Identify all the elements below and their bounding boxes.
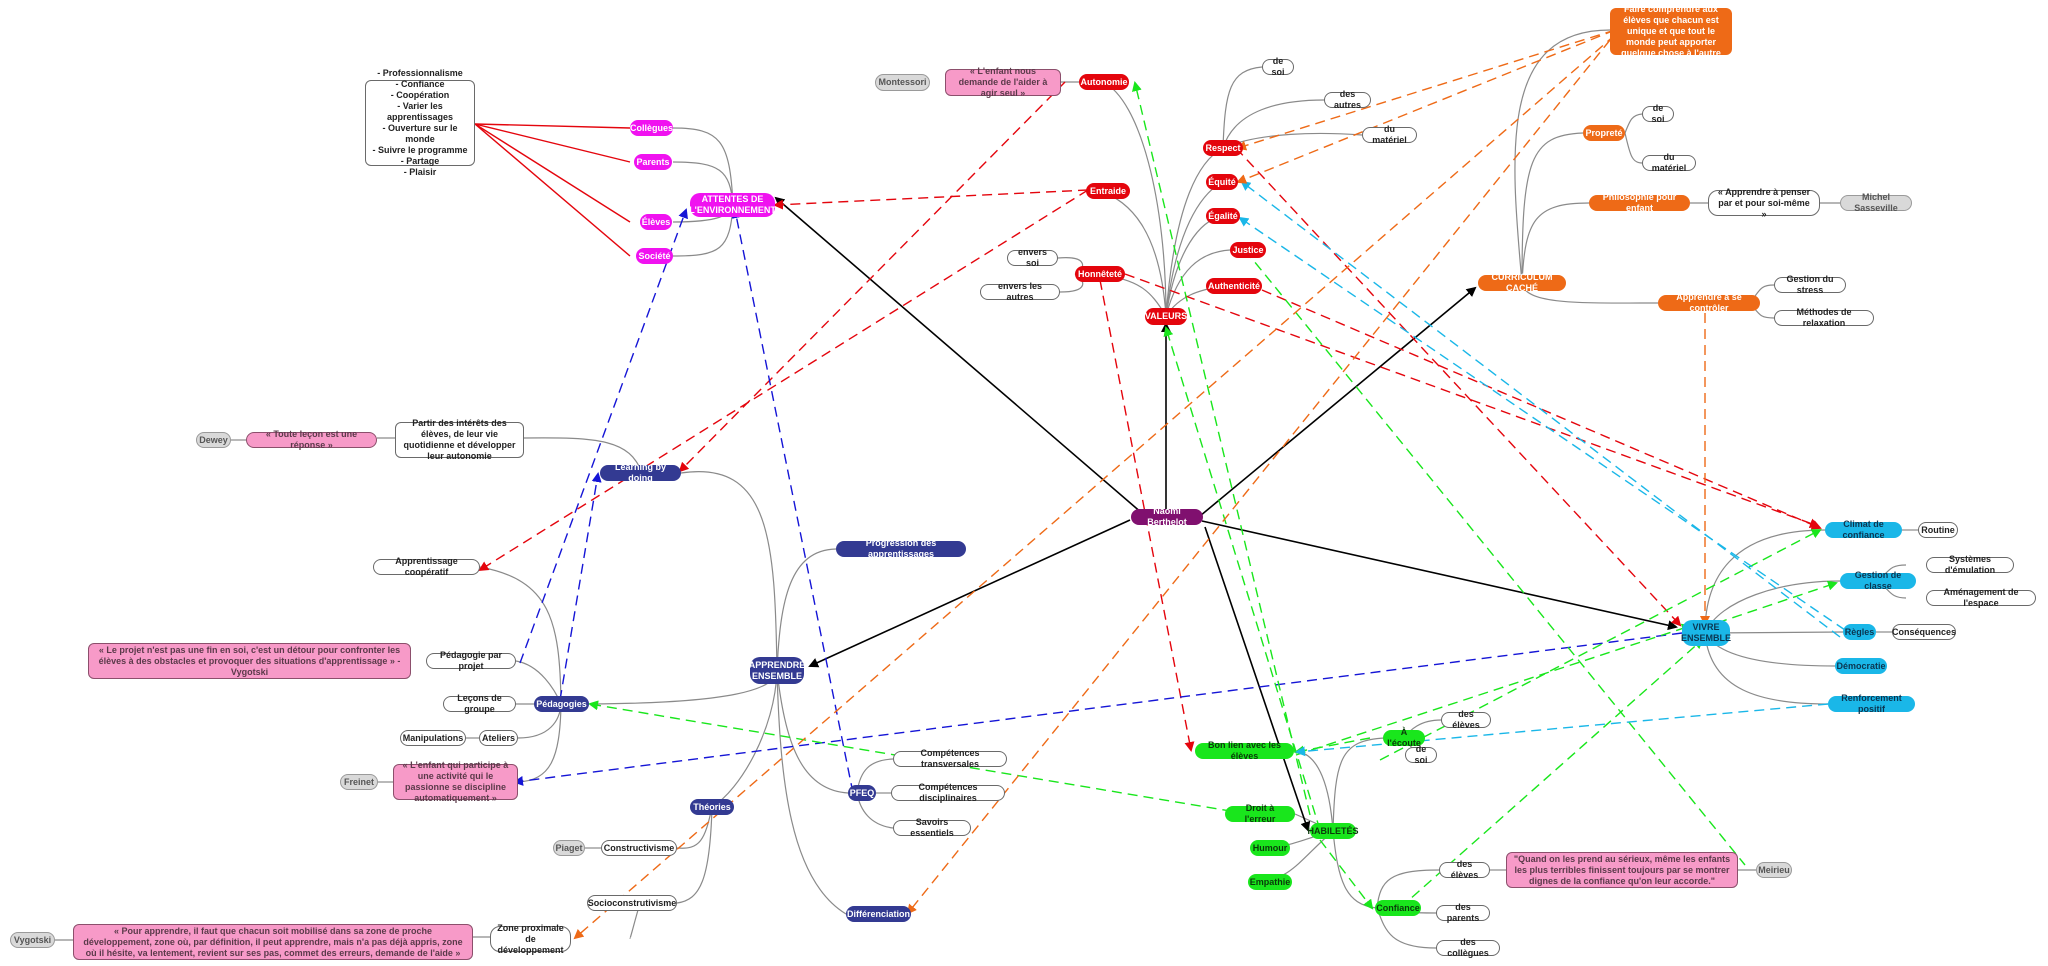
freinet-node[interactable]: Freinet [340, 774, 378, 790]
vygotski-quote: « Pour apprendre, il faut que chacun soi… [73, 924, 473, 960]
relaxation-node[interactable]: Méthodes de relaxation [1774, 307, 1874, 328]
ateliers-node[interactable]: Ateliers [479, 730, 518, 746]
freinet-quote: « L'enfant qui participe à une activité … [393, 760, 518, 803]
progression-node[interactable]: Progression des apprentissages [836, 538, 966, 559]
controler-node[interactable]: Apprendre à se contrôler [1658, 292, 1760, 313]
meirieu-node[interactable]: Meirieu [1756, 862, 1792, 878]
differenciation-node[interactable]: Différenciation [846, 906, 911, 922]
humour-node[interactable]: Humour [1250, 840, 1290, 856]
democratie-node[interactable]: Démocratie [1835, 658, 1887, 674]
pedagogies-node[interactable]: Pédagogies [534, 696, 589, 712]
valeurs-node[interactable]: VALEURS [1145, 308, 1187, 325]
montessori-node[interactable]: Montessori [875, 74, 930, 91]
regles-node[interactable]: Règles [1843, 624, 1876, 640]
routine-node[interactable]: Routine [1918, 522, 1958, 538]
vivre-node[interactable]: VIVRE ENSEMBLE [1681, 620, 1731, 646]
eleves-node[interactable]: Élèves [640, 214, 672, 230]
conf-eleves-node[interactable]: des élèves [1439, 859, 1490, 880]
respect-des-autres-node[interactable]: des autres [1324, 89, 1371, 110]
ecoute-des-eleves-node[interactable]: des élèves [1441, 709, 1491, 730]
stress-node[interactable]: Gestion du stress [1774, 274, 1846, 295]
zone-node[interactable]: Zone proximale de développement [490, 923, 571, 955]
egalite-node[interactable]: Égalité [1206, 208, 1240, 224]
dewey-quote: « Toute leçon est une réponse » [246, 429, 377, 450]
note-line: - Confiance [395, 79, 445, 89]
learning-node[interactable]: Learning by doing [600, 462, 681, 483]
philo-node[interactable]: Philosophie pour enfant [1589, 192, 1690, 213]
justice-node[interactable]: Justice [1230, 242, 1266, 258]
autonomie-node[interactable]: Autonomie [1079, 74, 1129, 90]
curriculum-note: Faire comprendre aux élèves que chacun e… [1610, 4, 1732, 58]
note-line: - Coopération [390, 90, 450, 100]
renforcement-node[interactable]: Renforcement positif [1828, 693, 1915, 714]
vygotski-node[interactable]: Vygotski [10, 932, 55, 948]
comp-disc-node[interactable]: Compétences disciplinaires [891, 782, 1005, 803]
envers-autres-node[interactable]: envers les autres [980, 281, 1060, 302]
note-line: - Plaisir [403, 167, 437, 177]
confiance-node[interactable]: Confiance [1375, 900, 1421, 916]
attentes-node[interactable]: ATTENTES DE L'ENVIRONNEMENT [689, 193, 776, 217]
note-line: - Ouverture sur le monde [382, 123, 458, 144]
piaget-node[interactable]: Piaget [553, 840, 585, 856]
conf-parents-node[interactable]: des parents [1436, 902, 1490, 923]
collegues-node[interactable]: Collègues [630, 120, 673, 136]
theories-node[interactable]: Théories [690, 799, 734, 815]
conf-collegues-node[interactable]: des collègues [1436, 937, 1500, 958]
equite-node[interactable]: Équité [1206, 174, 1238, 190]
projet-node[interactable]: Pédagogie par projet [426, 650, 516, 671]
respect-du-materiel-node[interactable]: du matériel [1362, 124, 1417, 145]
constructivisme-node[interactable]: Constructivisme [601, 840, 677, 856]
note-line: - Partage [400, 156, 440, 166]
respect-node[interactable]: Respect [1203, 140, 1243, 156]
proprete-de-soi-node[interactable]: de soi [1642, 103, 1674, 124]
ecoute-de-soi-node[interactable]: de soi [1405, 744, 1437, 765]
ecoute-node[interactable]: À l'écoute [1383, 727, 1425, 748]
envers-soi-node[interactable]: envers soi [1007, 247, 1058, 268]
climat-node[interactable]: Climat de confiance [1825, 519, 1902, 540]
comp-trans-node[interactable]: Compétences transversales [893, 748, 1007, 769]
partir-note: Partir des intérêts des élèves, de leur … [395, 418, 524, 461]
amenagement-node[interactable]: Aménagement de l'espace [1926, 587, 2036, 608]
droit-erreur-node[interactable]: Droit à l'erreur [1225, 803, 1295, 824]
note-line: - Suivre le programme [372, 145, 468, 155]
attentes-note: - Professionnalisme - Confiance - Coopér… [365, 68, 475, 177]
emulation-node[interactable]: Systèmes d'émulation [1926, 554, 2014, 575]
consequences-node[interactable]: Conséquences [1892, 624, 1956, 640]
savoirs-node[interactable]: Savoirs essentiels [893, 817, 971, 838]
bon-lien-node[interactable]: Bon lien avec les élèves [1195, 740, 1294, 761]
manipulations-node[interactable]: Manipulations [400, 730, 466, 746]
empathie-node[interactable]: Empathie [1248, 874, 1292, 890]
sasseville-node[interactable]: Michel Sasseville [1840, 192, 1912, 213]
socio-node[interactable]: Socioconstrutivisme [587, 895, 677, 911]
pfeq-node[interactable]: PFEQ [848, 785, 876, 801]
gestion-node[interactable]: Gestion de classe [1840, 570, 1916, 591]
note-line: - Varier les apprentissages [386, 101, 454, 122]
proprete-du-materiel-node[interactable]: du matériel [1642, 152, 1696, 173]
authenticite-node[interactable]: Authenticité [1206, 278, 1262, 294]
philo-quote: « Apprendre à penser par et pour soi-mêm… [1708, 187, 1820, 219]
respect-de-soi-node[interactable]: de soi [1262, 56, 1294, 77]
dewey-node[interactable]: Dewey [196, 432, 231, 448]
note-line: - Professionnalisme [377, 68, 463, 78]
root-node[interactable]: Naomi Berthelot [1131, 506, 1203, 527]
parents-node[interactable]: Parents [634, 154, 672, 170]
meirieu-quote: "Quand on les prend au sérieux, même les… [1506, 852, 1738, 888]
projet-quote: « Le projet n'est pas une fin en soi, c'… [88, 643, 411, 679]
apprendre-node[interactable]: APPRENDRE ENSEMBLE [749, 657, 805, 684]
proprete-node[interactable]: Propreté [1583, 125, 1625, 141]
honnetete-node[interactable]: Honnêteté [1075, 266, 1125, 282]
entraide-node[interactable]: Entraide [1086, 183, 1130, 199]
autonomie-quote: « L'enfant nous demande de l'aider à agi… [945, 66, 1061, 98]
curriculum-node[interactable]: CURRICULUM CACHÉ [1478, 272, 1566, 293]
habiletes-node[interactable]: HABILETÉS [1308, 823, 1359, 839]
coop-node[interactable]: Apprentissage coopératif [373, 556, 480, 577]
lecons-node[interactable]: Leçons de groupe [443, 693, 516, 714]
societe-node[interactable]: Société [636, 248, 673, 264]
